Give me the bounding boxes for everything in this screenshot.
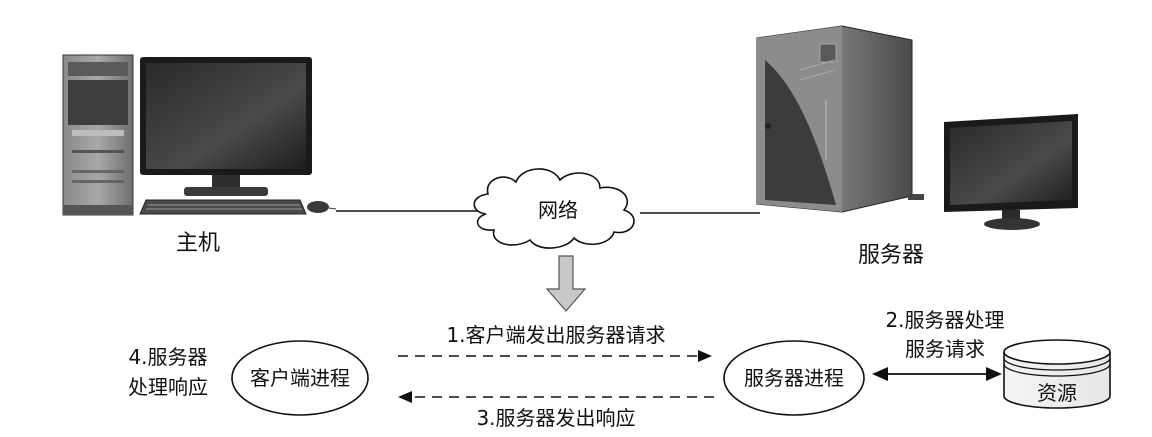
server-monitor: [944, 114, 1078, 230]
network-cloud: [473, 168, 635, 249]
resource-database-icon: [1003, 339, 1111, 409]
server-tower: [756, 25, 924, 213]
client-process-node: [231, 340, 369, 416]
host-label: 主机: [176, 231, 220, 256]
pc-keyboard: [139, 199, 307, 215]
step-process-label-line1: 2.服务器处理: [885, 308, 1004, 332]
step-response-label: 3.服务器发出响应: [476, 406, 635, 430]
pc-mouse: [307, 201, 337, 213]
step-handle-label-line2: 处理响应: [128, 375, 208, 399]
response-arrow: [398, 391, 714, 403]
step-process-label-line2: 服务请求: [905, 337, 985, 361]
server-process-node: [723, 340, 865, 416]
step-handle-label-line1: 4.服务器: [128, 345, 207, 369]
server-label: 服务器: [858, 243, 924, 268]
transition-arrow-down: [545, 255, 587, 312]
pc-monitor: [140, 57, 312, 196]
server-process-label: 服务器进程: [744, 366, 844, 390]
client-process-label: 客户端进程: [250, 366, 350, 390]
process-resource-arrow: [872, 367, 1002, 381]
request-arrow: [398, 350, 712, 362]
network-links: [336, 210, 760, 214]
host-computer: [62, 54, 337, 216]
step-request-label: 1.客户端发出服务器请求: [446, 323, 665, 347]
network-label: 网络: [538, 198, 578, 222]
server-machine: [756, 25, 1078, 230]
pc-tower: [62, 54, 134, 216]
resource-label: 资源: [1037, 381, 1077, 405]
